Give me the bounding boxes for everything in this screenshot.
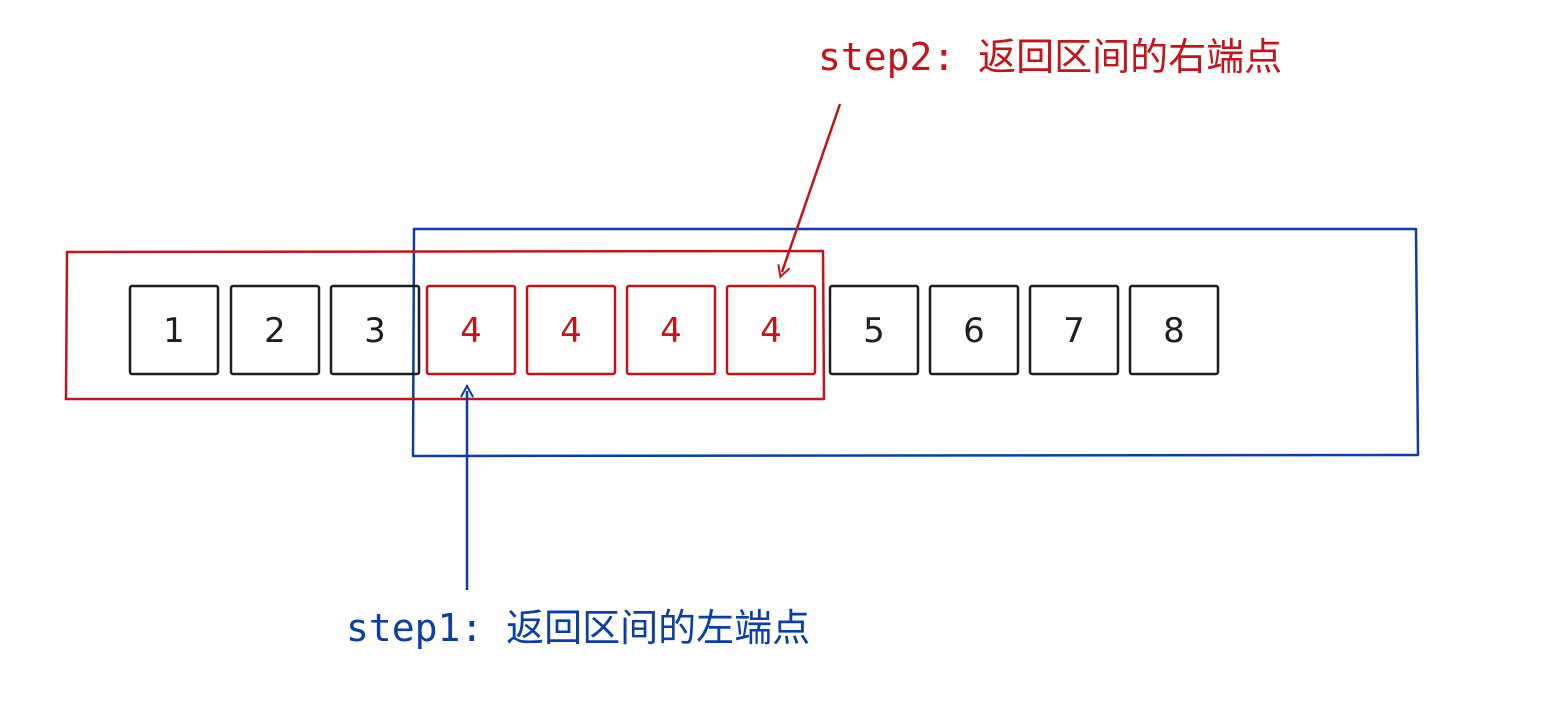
array-cell-value: 4 xyxy=(460,311,482,351)
array-cells: 1 2 3 4 4 4 4 5 6 7 8 xyxy=(128,284,1220,376)
array-cell-box xyxy=(525,284,617,376)
array-cell-value: 5 xyxy=(863,311,885,351)
array-cell-value: 1 xyxy=(163,311,185,351)
array-cell-box xyxy=(928,284,1020,376)
array-cell-value: 8 xyxy=(1163,311,1185,351)
array-cell-box xyxy=(128,284,220,376)
array-cell-box xyxy=(625,284,717,376)
array-cell-value: 4 xyxy=(760,311,782,351)
array-cell-box xyxy=(1028,284,1120,376)
array-cell-box xyxy=(425,284,517,376)
step2-arrow xyxy=(782,103,842,272)
array-cell-value: 4 xyxy=(660,311,682,351)
array-cell-box xyxy=(828,284,920,376)
array-cell-value: 6 xyxy=(963,311,985,351)
array-cell-value: 4 xyxy=(560,311,582,351)
right-search-range-box xyxy=(411,227,1420,458)
array-cell-box xyxy=(1128,284,1220,376)
array-cell-box xyxy=(329,284,421,376)
array-cell-value: 2 xyxy=(264,311,286,351)
step2-label: step2: 返回区间的右端点 xyxy=(818,35,1282,79)
array-cell-box xyxy=(229,284,321,376)
left-search-range-box xyxy=(64,249,826,401)
array-cell-value: 7 xyxy=(1063,311,1085,351)
step1-label: step1: 返回区间的左端点 xyxy=(346,606,810,650)
array-cell-value: 3 xyxy=(364,311,386,351)
array-cell-box xyxy=(725,284,817,376)
